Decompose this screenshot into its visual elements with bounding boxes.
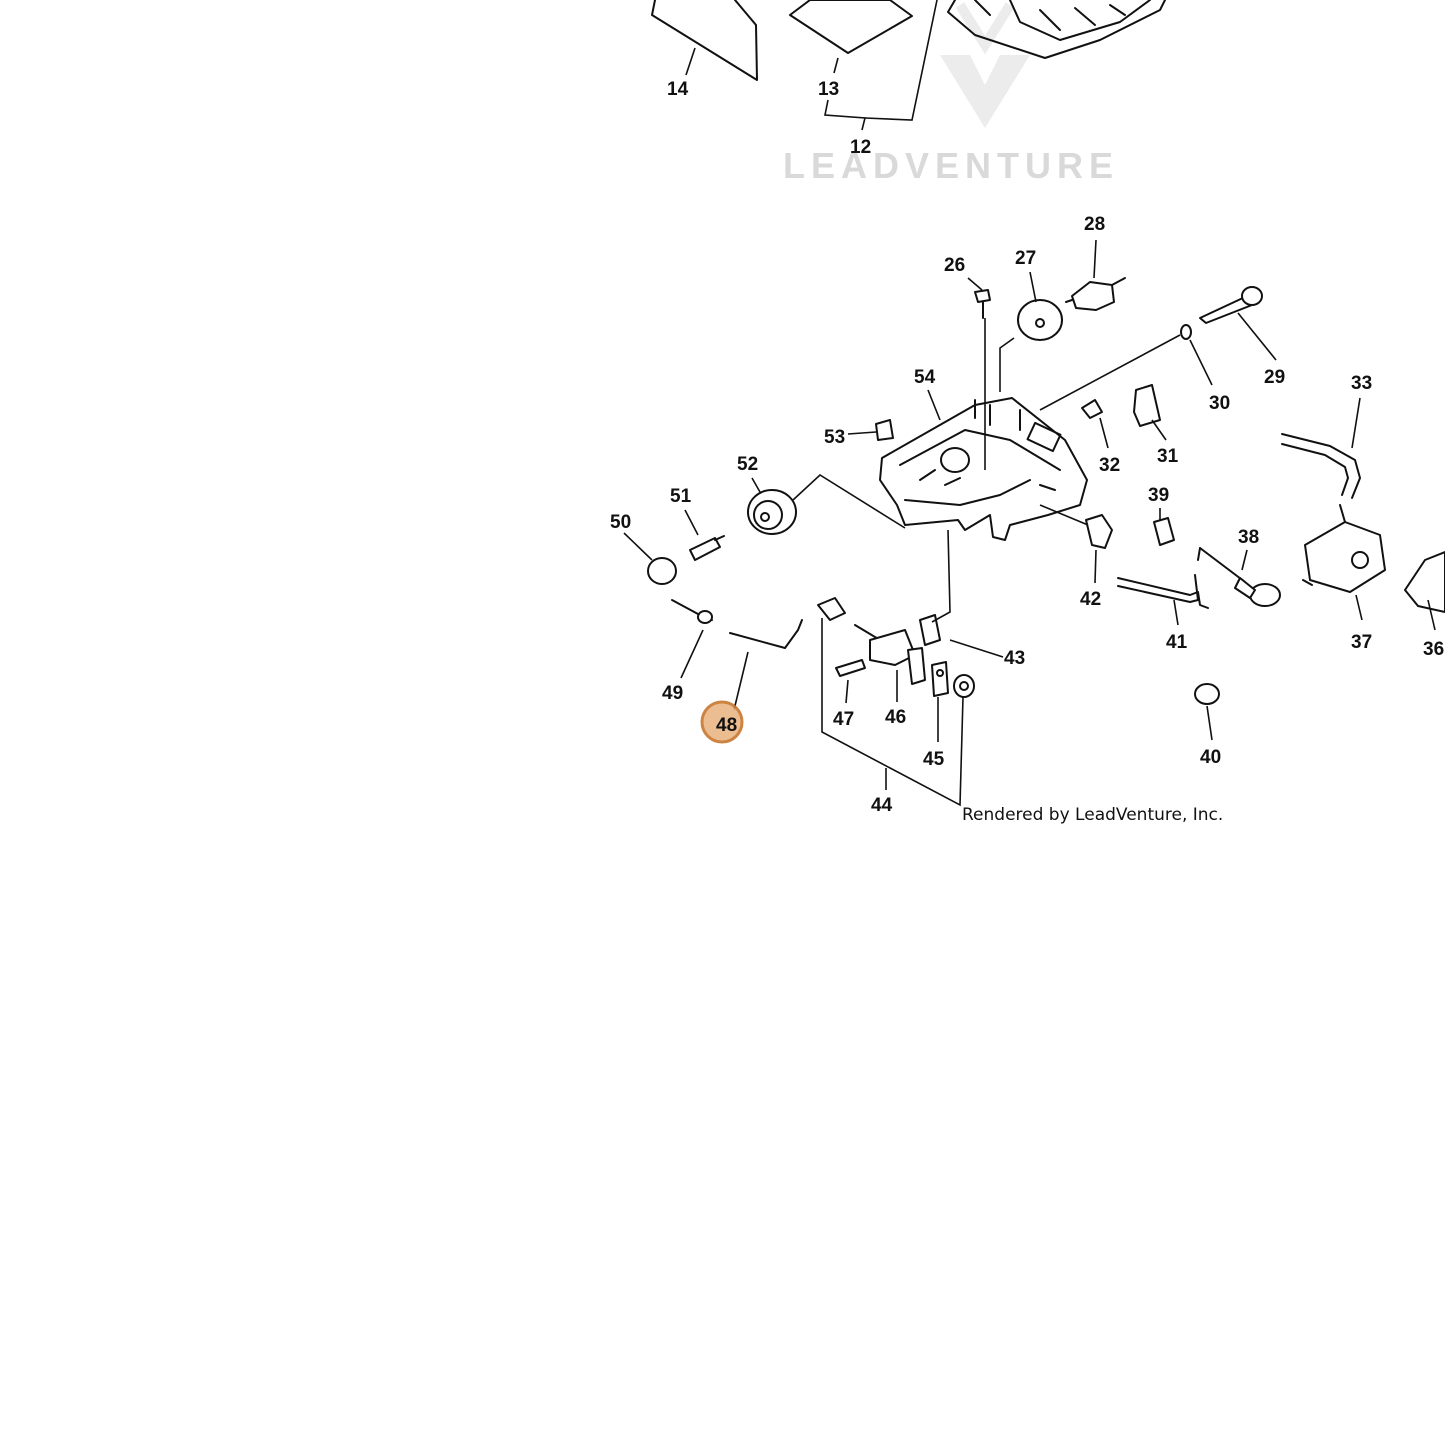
callout-28[interactable]: 28 bbox=[1084, 214, 1105, 235]
part-27-cap[interactable] bbox=[1017, 299, 1063, 341]
callout-labels: 14 13 12 26 27 28 29 30 31 32 33 36 37 3… bbox=[610, 79, 1444, 816]
callout-29[interactable]: 29 bbox=[1264, 367, 1285, 388]
callout-51[interactable]: 51 bbox=[670, 486, 692, 507]
callout-49[interactable]: 49 bbox=[662, 683, 683, 704]
callout-50[interactable]: 50 bbox=[610, 512, 631, 533]
part-52-pulley[interactable] bbox=[747, 489, 797, 535]
leader-lines bbox=[623, 0, 1436, 807]
callout-12[interactable]: 12 bbox=[850, 137, 871, 158]
callout-14[interactable]: 14 bbox=[667, 79, 689, 100]
callout-39[interactable]: 39 bbox=[1148, 485, 1169, 506]
highlight-marker[interactable] bbox=[700, 700, 744, 744]
callout-44[interactable]: 44 bbox=[871, 795, 893, 816]
callout-36[interactable]: 36 bbox=[1423, 639, 1444, 660]
part-54-carburetor-body[interactable] bbox=[879, 397, 1088, 541]
part-26-screw[interactable] bbox=[974, 289, 991, 319]
part-46-lever[interactable] bbox=[907, 647, 926, 685]
callout-31[interactable]: 31 bbox=[1157, 446, 1179, 467]
part-47-screw[interactable] bbox=[835, 659, 866, 677]
callout-52[interactable]: 52 bbox=[737, 454, 758, 475]
callout-47[interactable]: 47 bbox=[833, 709, 854, 730]
watermark-text: LEADVENTURE bbox=[783, 145, 1119, 186]
part-50-cap[interactable] bbox=[647, 557, 677, 585]
callout-46[interactable]: 46 bbox=[885, 707, 906, 728]
callout-40[interactable]: 40 bbox=[1200, 747, 1221, 768]
part-13-filter-plate[interactable] bbox=[789, 0, 913, 54]
part-31-gasket[interactable] bbox=[1133, 384, 1161, 427]
part-28-valve[interactable] bbox=[1065, 277, 1126, 311]
part-42-bracket[interactable] bbox=[1085, 514, 1113, 549]
part-30-o-ring[interactable] bbox=[1180, 324, 1192, 340]
callout-33[interactable]: 33 bbox=[1351, 373, 1372, 394]
part-33-hose[interactable] bbox=[1281, 433, 1361, 499]
part-51-bolt[interactable] bbox=[689, 535, 725, 561]
part-39-clip[interactable] bbox=[1153, 517, 1175, 546]
leadventure-watermark: LEADVENTURE bbox=[783, 2, 1119, 186]
part-40-plug[interactable] bbox=[1194, 683, 1220, 705]
callout-13[interactable]: 13 bbox=[818, 79, 839, 100]
callout-26[interactable]: 26 bbox=[944, 255, 965, 276]
part-53-nut[interactable] bbox=[875, 419, 894, 441]
callout-54[interactable]: 54 bbox=[914, 367, 936, 388]
callout-41[interactable]: 41 bbox=[1166, 632, 1188, 653]
callout-37[interactable]: 37 bbox=[1351, 632, 1372, 653]
part-44-throttle-assembly[interactable] bbox=[817, 597, 941, 666]
part-12-housing[interactable] bbox=[947, 0, 1166, 59]
part-48-wire[interactable] bbox=[729, 619, 803, 649]
part-14-gasket[interactable] bbox=[651, 0, 758, 81]
part-45-washer[interactable] bbox=[931, 661, 949, 697]
callout-45[interactable]: 45 bbox=[923, 749, 945, 770]
part-36-cover[interactable] bbox=[1404, 551, 1445, 613]
callout-43[interactable]: 43 bbox=[1004, 648, 1025, 669]
callout-30[interactable]: 30 bbox=[1209, 393, 1230, 414]
part-43-nut[interactable] bbox=[953, 674, 975, 698]
render-credit: Rendered by LeadVenture, Inc. bbox=[962, 805, 1223, 825]
part-38-choke-shaft[interactable] bbox=[1197, 547, 1281, 607]
callout-48[interactable]: 48 bbox=[716, 715, 737, 736]
callout-53[interactable]: 53 bbox=[824, 427, 845, 448]
callout-27[interactable]: 27 bbox=[1015, 248, 1036, 269]
callout-38[interactable]: 38 bbox=[1238, 527, 1259, 548]
part-29-screw[interactable] bbox=[1199, 286, 1263, 324]
callout-42[interactable]: 42 bbox=[1080, 589, 1101, 610]
part-49-cable-end[interactable] bbox=[671, 599, 713, 624]
part-41-rod[interactable] bbox=[1117, 574, 1209, 609]
part-37-carburetor[interactable] bbox=[1302, 504, 1386, 593]
part-32-fitting[interactable] bbox=[1081, 399, 1103, 419]
callout-32[interactable]: 32 bbox=[1099, 455, 1120, 476]
